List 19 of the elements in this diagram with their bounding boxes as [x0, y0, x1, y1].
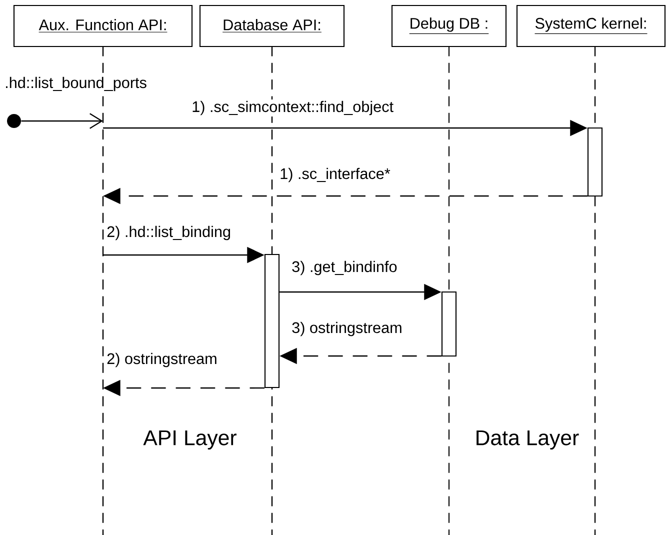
- layer-label: API Layer: [143, 430, 236, 450]
- layer-label: Data Layer: [476, 430, 579, 450]
- message-label: 3) .get_bindinfo: [292, 260, 397, 276]
- message-label: 2) .hd::list_binding: [107, 226, 230, 240]
- message-label: .hd::list_bound_ports: [6, 76, 146, 92]
- message-label: 3) ostringstream: [292, 322, 402, 336]
- message-arrow: [21, 113, 103, 129]
- start-dot: [7, 114, 21, 128]
- message-label: 2) ostringstream: [107, 352, 216, 368]
- lifeline-box: Aux. Function API:: [13, 4, 193, 48]
- lifeline-box: Debug DB :: [391, 4, 507, 48]
- message-label: 1) .sc_interface*: [280, 168, 390, 182]
- lifeline-box: Database API:: [199, 4, 345, 48]
- lifeline-box: SystemC kernel:: [516, 4, 666, 48]
- activation-bar: [441, 291, 457, 357]
- activation-bar: [587, 127, 603, 197]
- lifeline: [102, 46, 104, 535]
- message-label: 1) .sc_simcontext::find_object: [192, 100, 394, 116]
- activation-bar: [264, 254, 280, 388]
